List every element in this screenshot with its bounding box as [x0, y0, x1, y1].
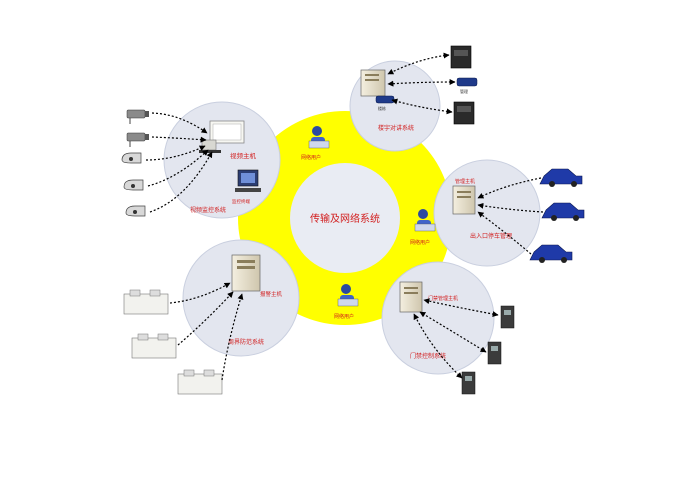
- alarm-host-label: 报警主机: [260, 290, 283, 298]
- video-links: [145, 112, 213, 213]
- monitor-terminal-icon: [235, 169, 261, 192]
- alarm-links: [169, 282, 244, 381]
- alarm-system-label: 周界防范系统: [228, 338, 264, 346]
- car-icon: [529, 244, 573, 263]
- car-icon: [541, 202, 585, 221]
- door-host-label: 门禁管理主机: [428, 295, 458, 302]
- perimeter-detector-icon: [131, 333, 177, 359]
- handset-icon: [375, 95, 395, 104]
- link-line: [177, 291, 234, 346]
- link-line: [151, 112, 208, 134]
- card-reader-icon: [487, 341, 502, 365]
- handset-icon: [456, 77, 478, 87]
- user-icon: [414, 209, 436, 232]
- parking-host-label: 管理主机: [455, 178, 475, 185]
- video-subsystem-circle: [163, 101, 281, 219]
- link-line: [151, 136, 207, 143]
- video-system-label: 视频监控系统: [190, 206, 226, 214]
- monitor-terminal-label: 监控终端: [232, 198, 250, 205]
- video-host-label: 视频主机: [230, 151, 257, 160]
- door-server-icon: [399, 281, 423, 313]
- dome-camera-icon: [121, 152, 142, 164]
- intercom-small-label: 管理: [460, 88, 468, 94]
- link-line: [387, 52, 450, 75]
- center-title: 传输及网络系统: [310, 212, 380, 225]
- intercom-system-label: 楼宇对讲系统: [378, 124, 414, 132]
- intercom-small-label: 楼栋: [378, 105, 386, 111]
- camera-icon: [126, 132, 149, 147]
- car-icon: [539, 168, 583, 187]
- parking-subsystem-circle: [433, 159, 541, 267]
- dome-camera-icon: [125, 205, 146, 217]
- link-line: [221, 293, 244, 381]
- door-links: [413, 298, 499, 379]
- transport-hub: [290, 163, 400, 273]
- network-user-label: 网络用户: [410, 239, 430, 246]
- network-user-label: 网络用户: [301, 154, 321, 161]
- user-icon: [308, 126, 330, 149]
- building-unit-icon: [450, 45, 472, 69]
- alarm-server-icon: [231, 254, 261, 292]
- building-unit-icon: [453, 101, 475, 125]
- link-line: [477, 177, 542, 199]
- link-line: [387, 79, 456, 87]
- user-icon: [337, 284, 359, 307]
- parking-links: [477, 177, 544, 255]
- link-line: [147, 149, 209, 187]
- link-line: [145, 145, 206, 161]
- link-line: [423, 298, 499, 317]
- perimeter-detector-icon: [123, 289, 169, 315]
- link-line: [169, 282, 231, 304]
- link-line: [413, 313, 463, 379]
- dome-camera-icon: [123, 179, 144, 191]
- card-reader-icon: [461, 371, 476, 395]
- door-system-label: 门禁控制系统: [410, 352, 446, 360]
- parking-system-label: 出入口停车管理: [470, 232, 512, 240]
- link-line: [149, 151, 213, 213]
- intercom-links: [387, 52, 456, 115]
- perimeter-detector-icon: [177, 369, 223, 395]
- card-reader-icon: [500, 305, 515, 329]
- intercom-server-icon: [360, 69, 386, 97]
- parking-server-icon: [452, 185, 476, 215]
- link-line: [391, 98, 453, 115]
- camera-icon: [126, 109, 149, 124]
- network-user-label: 网络用户: [334, 313, 354, 320]
- link-line: [477, 211, 532, 255]
- link-line: [477, 202, 544, 213]
